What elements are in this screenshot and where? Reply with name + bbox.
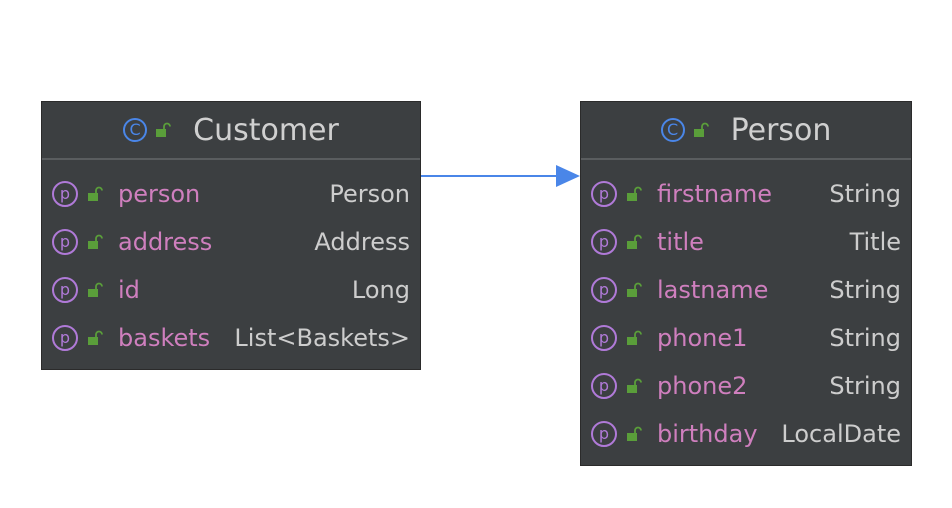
lock-icon [627, 234, 642, 249]
field-name: lastname [657, 276, 769, 304]
lock-icon [88, 234, 103, 249]
field-type: String [829, 276, 901, 304]
field-name: phone1 [657, 324, 748, 352]
property-icon: p [52, 181, 78, 207]
lock-icon [88, 330, 103, 345]
lock-icon [693, 122, 709, 137]
field-name: title [657, 228, 704, 256]
lock-icon [156, 122, 172, 137]
class-name: Customer [193, 112, 339, 148]
property-icon: p [591, 229, 617, 255]
field-name: baskets [118, 324, 211, 352]
field-type: LocalDate [781, 420, 901, 448]
class-icon: C [660, 118, 685, 142]
class-name: Person [730, 112, 832, 148]
lock-icon [627, 330, 642, 345]
field-row[interactable]: p baskets List<Baskets> [42, 314, 420, 362]
lock-icon [88, 282, 103, 297]
property-icon: p [591, 181, 617, 207]
field-name: birthday [657, 420, 758, 448]
field-row[interactable]: p lastname String [581, 266, 911, 314]
class-icon: C [123, 118, 148, 142]
field-name: firstname [657, 180, 772, 208]
field-name: address [118, 228, 213, 256]
field-type: Address [314, 228, 410, 256]
field-row[interactable]: p phone2 String [581, 362, 911, 410]
lock-icon [627, 378, 642, 393]
field-name: id [118, 276, 140, 304]
property-icon: p [52, 325, 78, 351]
property-icon: p [52, 229, 78, 255]
lock-icon [627, 426, 642, 441]
field-row[interactable]: p address Address [42, 218, 420, 266]
class-header: C Customer [42, 102, 420, 160]
property-icon: p [591, 373, 617, 399]
lock-icon [627, 186, 642, 201]
property-icon: p [591, 277, 617, 303]
field-type: Title [849, 228, 901, 256]
lock-icon [88, 186, 103, 201]
field-name: phone2 [657, 372, 748, 400]
field-name: person [118, 180, 201, 208]
field-list: p person Person p address Address p id Long p bask… [42, 160, 420, 362]
field-row[interactable]: p phone1 String [581, 314, 911, 362]
field-type: String [829, 180, 901, 208]
property-icon: p [52, 277, 78, 303]
field-type: String [829, 324, 901, 352]
field-type: List<Baskets> [234, 324, 410, 352]
field-row[interactable]: p id Long [42, 266, 420, 314]
field-type: Long [351, 276, 410, 304]
property-icon: p [591, 325, 617, 351]
lock-icon [627, 282, 642, 297]
field-row[interactable]: p birthday LocalDate [581, 410, 911, 458]
field-type: Person [329, 180, 410, 208]
field-row[interactable]: p firstname String [581, 170, 911, 218]
property-icon: p [591, 421, 617, 447]
field-type: String [829, 372, 901, 400]
class-header: C Person [581, 102, 911, 160]
field-row[interactable]: p person Person [42, 170, 420, 218]
field-row[interactable]: p title Title [581, 218, 911, 266]
